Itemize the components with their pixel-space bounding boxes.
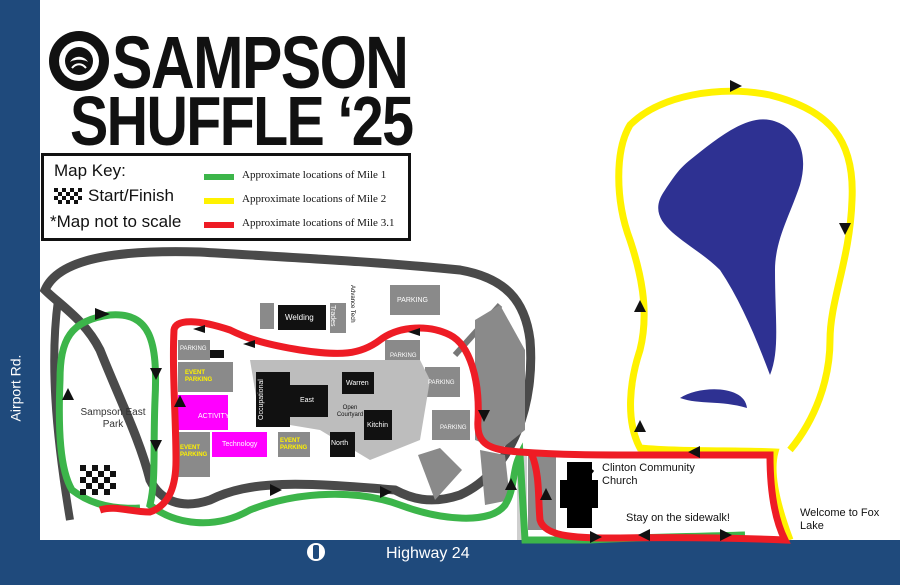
highway-24 (0, 540, 900, 585)
map-key-start-finish: Start/Finish (88, 186, 174, 205)
occupational-label: Occupational (258, 379, 265, 420)
fox-lake (658, 119, 804, 375)
sidewalk-note: Stay on the sidewalk! (626, 512, 730, 524)
church-building (560, 462, 598, 528)
campus-ring-road (39, 247, 536, 509)
parking-label-2: PARKING (180, 346, 207, 352)
college-logo (48, 30, 110, 92)
page-title-line-2: SHUFFLE ‘25 (70, 82, 414, 160)
mile-1-swatch (204, 174, 234, 180)
map-key: Map Key: Start/Finish *Map not to scale … (41, 153, 411, 241)
mile-1-legend-label: Approximate locations of Mile 1 (242, 169, 387, 181)
activity-label: ACTIVITY (198, 413, 230, 420)
event-parking (178, 362, 462, 500)
page-title-line-1: SAMPSON (112, 21, 409, 104)
warren-label: Warren (346, 380, 369, 387)
welding-label: Welding (285, 313, 314, 322)
mile-3-swatch (204, 222, 234, 228)
event-parking-label-3: EVENT PARKING (280, 438, 308, 451)
advanced-tech-label: Advance Tech (349, 285, 355, 323)
open-courtyard-label: Open Courtyard (336, 405, 364, 418)
east-label: East (300, 397, 315, 404)
fox-lake-label: Welcome to Fox Lake (800, 507, 880, 532)
event-parking-label: EVENT PARKING (185, 370, 213, 383)
technology-label: Technology (222, 441, 258, 448)
parking-label: PARKING (397, 297, 428, 304)
start-finish-flag-icon (80, 465, 118, 495)
park-label: Sampson East Park (80, 407, 146, 430)
mile-2-legend-label: Approximate locations of Mile 2 (242, 193, 387, 205)
parking-label-4: PARKING (428, 380, 455, 386)
mile-2-route (615, 87, 856, 542)
mile-3-legend-label: Approximate locations of Mile 3.1 (242, 217, 395, 229)
church-label: Clinton Community Church (602, 462, 695, 487)
direction-arrows (62, 80, 851, 543)
technology-building (212, 432, 267, 457)
activity-building (178, 395, 228, 430)
north-label: North (331, 440, 349, 447)
buildings (210, 305, 392, 457)
kitchin-label: Kitchin (367, 422, 389, 429)
airport-road (0, 0, 40, 585)
parking-label-3: PARKING (390, 353, 417, 359)
airport-road-label: Airport Rd. (7, 354, 24, 422)
logo-seal-icon (49, 31, 109, 91)
trades-label: Trades (329, 305, 336, 327)
checkered-flag-icon (54, 188, 82, 206)
map-key-note: *Map not to scale (50, 212, 182, 231)
event-parking-label-2: EVENT PARKING (180, 445, 208, 458)
parking-label-5: PARKING (440, 425, 467, 431)
mile-2-swatch (204, 198, 234, 204)
highway-24-label: Highway 24 (386, 545, 470, 562)
mile-3-route (98, 318, 791, 544)
map-key-heading: Map Key: (54, 161, 126, 180)
